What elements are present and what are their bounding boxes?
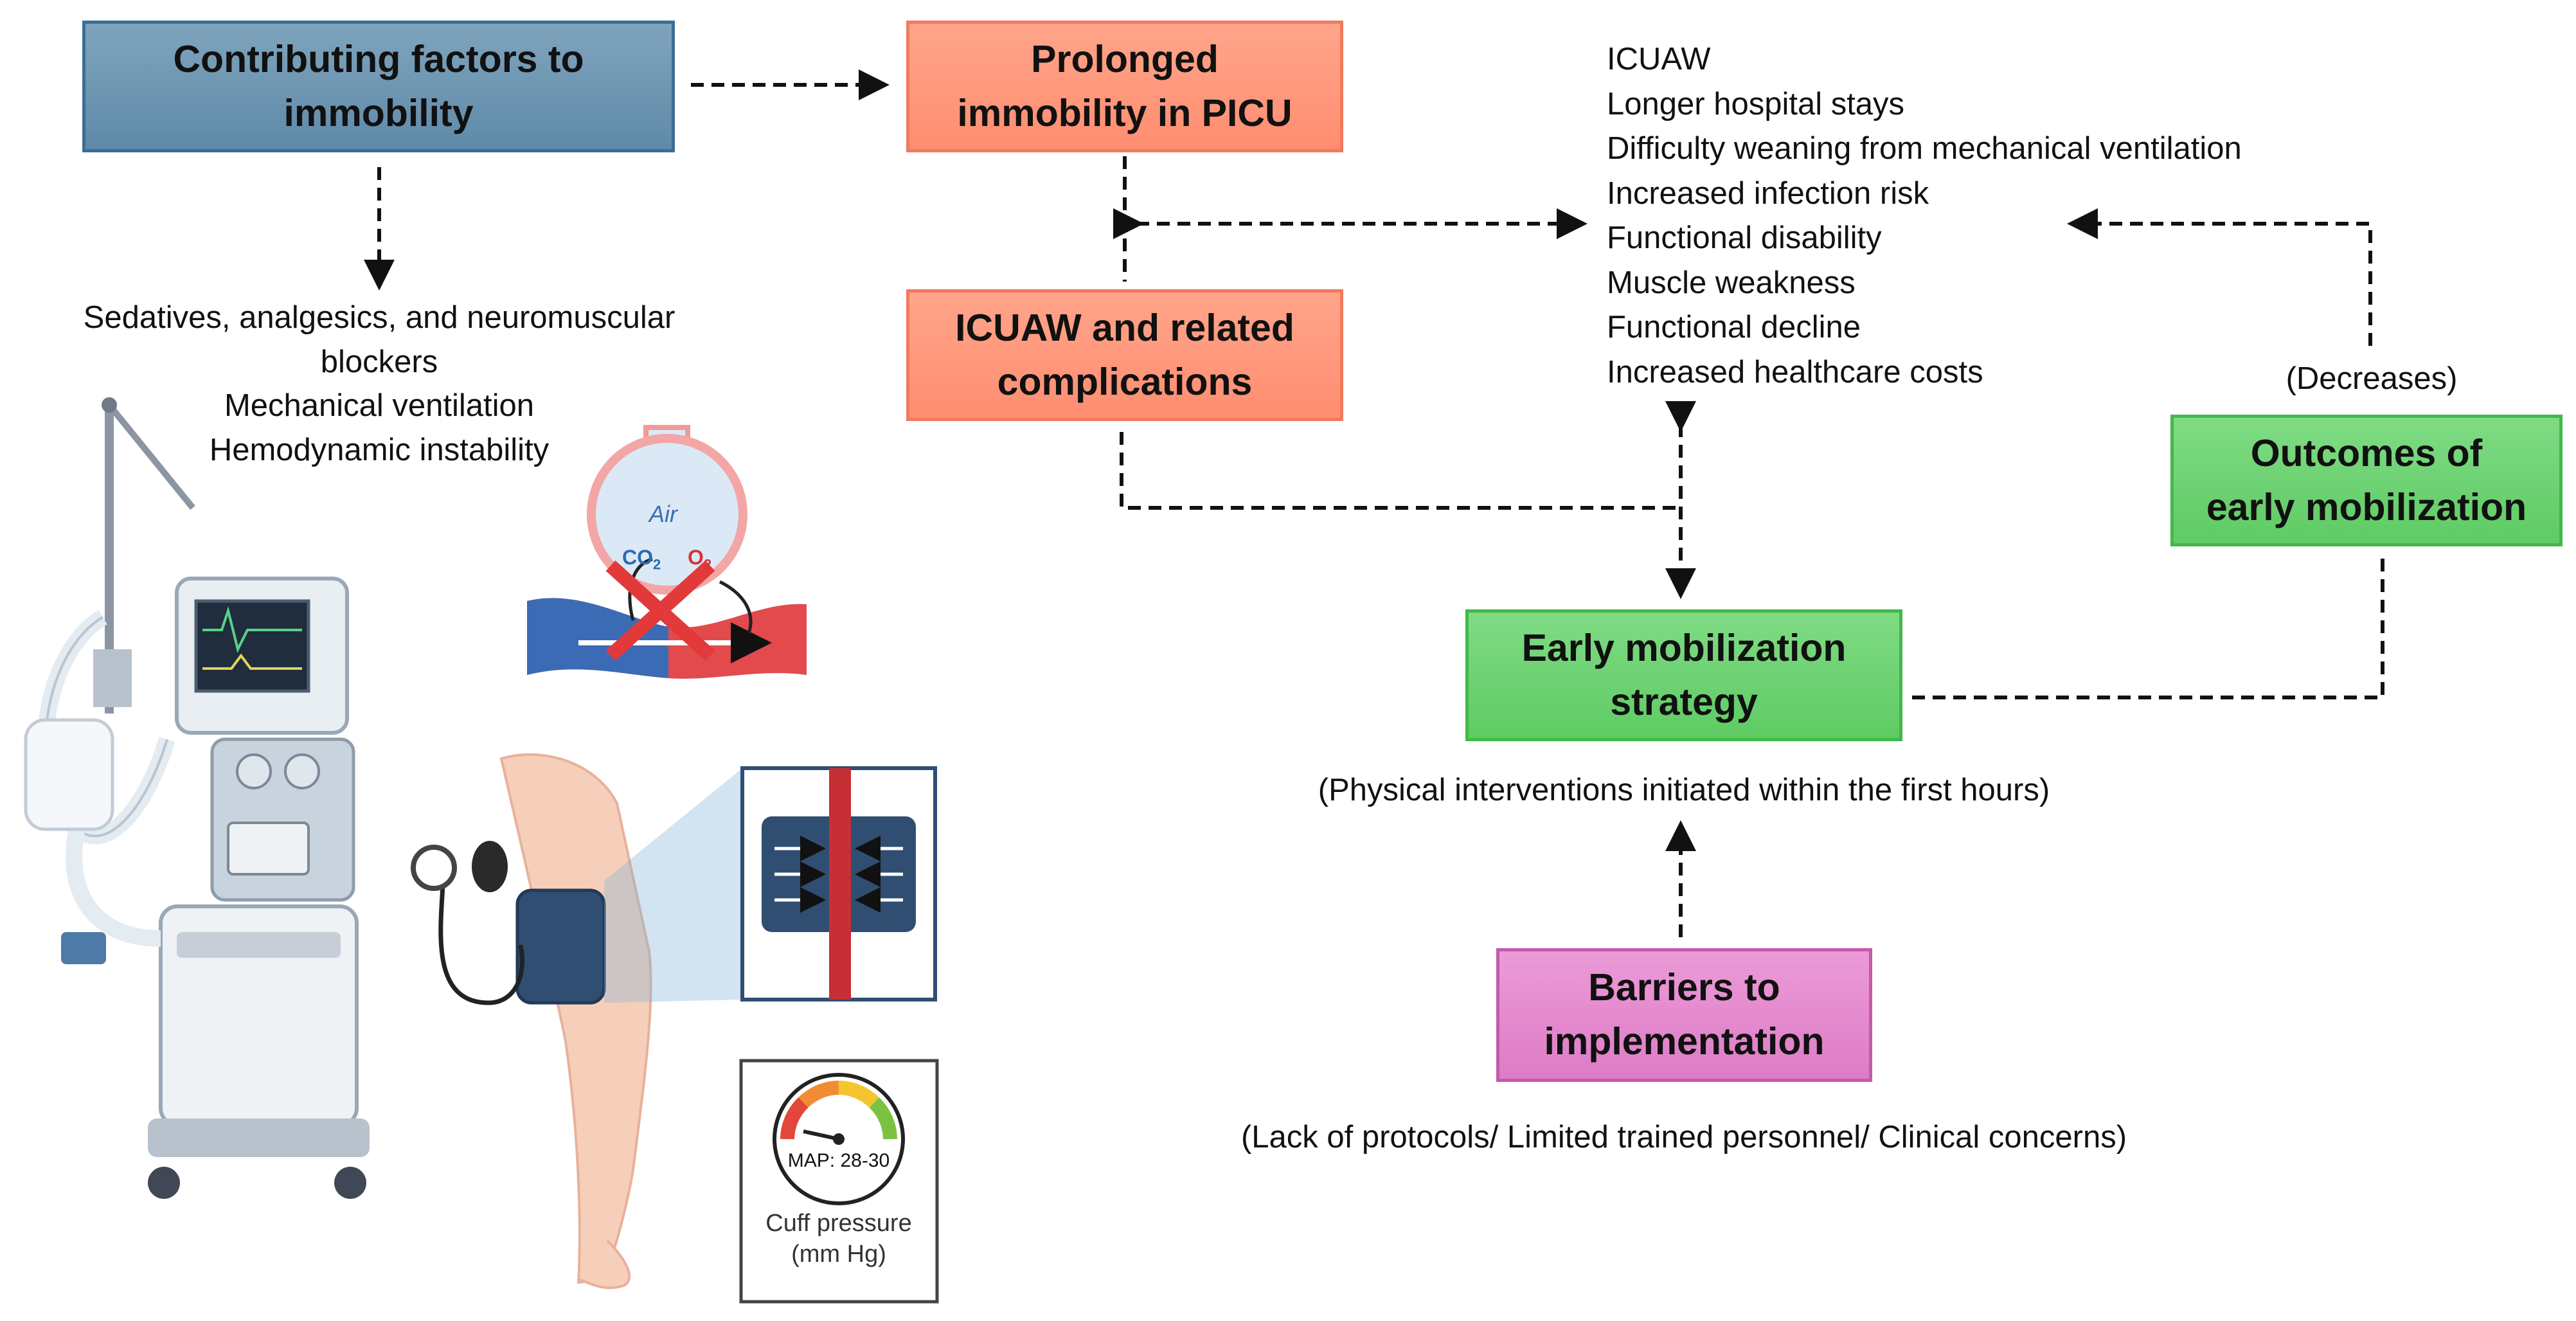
box-prolonged-line2: immobility in PICU	[957, 91, 1292, 134]
box-prolonged-immobility: Prolonged immobility in PICU	[906, 21, 1343, 152]
box-barriers-line1: Barriers to	[1588, 966, 1780, 1009]
complications-list: ICUAW Longer hospital stays Difficulty w…	[1607, 37, 2242, 395]
box-contributing-line1: Contributing factors to	[173, 37, 584, 80]
box-early-line1: Early mobilization	[1521, 626, 1847, 669]
complication-item: ICUAW	[1607, 42, 1711, 76]
contributing-factors-list: Sedatives, analgesics, and neuromuscular…	[58, 296, 701, 472]
o2-subscript: 2	[703, 556, 712, 573]
factor-item: Mechanical ventilation	[224, 388, 535, 424]
box-outcomes-line2: early mobilization	[2206, 485, 2527, 528]
arrow-outcomes-decreases	[2067, 208, 2372, 346]
alveolus-air-label: Air	[649, 501, 677, 527]
factor-item: Hemodynamic instability	[209, 432, 550, 467]
cuff-pressure-line1: Cuff pressure	[765, 1210, 912, 1237]
factor-item: blockers	[320, 344, 438, 379]
box-icuaw-line1: ICUAW and related	[955, 306, 1294, 349]
cuff-pressure-line2: (mm Hg)	[791, 1240, 886, 1268]
complication-item: Difficulty weaning from mechanical venti…	[1607, 131, 2242, 166]
note-physical-interventions: (Physical interventions initiated within…	[1318, 773, 2050, 807]
complication-item: Longer hospital stays	[1607, 86, 1905, 121]
complication-item: Functional decline	[1607, 310, 1861, 345]
alveolus-illustration	[527, 425, 807, 679]
note-barriers-detail: (Lack of protocols/ Limited trained pers…	[1240, 1120, 2127, 1155]
box-barriers-line2: implementation	[1544, 1020, 1825, 1063]
box-early-line2: strategy	[1610, 680, 1758, 723]
box-outcomes: Outcomes of early mobilization	[2170, 415, 2563, 546]
box-outcomes-line1: Outcomes of	[2250, 431, 2483, 474]
complication-item: Increased infection risk	[1607, 175, 1929, 211]
map-label: MAP: 28-30	[787, 1150, 890, 1171]
box-contributing-factors: Contributing factors to immobility	[82, 21, 675, 152]
cuff-pressure-gauge	[739, 1059, 939, 1304]
cuff-pressure-label: Cuff pressure (mm Hg)	[742, 1209, 935, 1270]
note-decreases: (Decreases)	[2285, 361, 2458, 396]
complication-item: Increased healthcare costs	[1607, 355, 1983, 390]
box-contributing-line2: immobility	[283, 91, 474, 134]
box-icuaw-complications: ICUAW and related complications	[906, 289, 1343, 421]
co2-text: CO	[622, 546, 653, 569]
o2-text: O	[688, 546, 704, 569]
complication-item: Functional disability	[1607, 220, 1882, 256]
connector-icuaw-to-early	[1120, 432, 1681, 510]
box-prolonged-line1: Prolonged	[1031, 37, 1219, 80]
connector-early-to-outcomes	[1912, 558, 2384, 699]
ventilator-illustration	[24, 397, 370, 1199]
co2-label: CO2	[622, 543, 661, 575]
blood-pressure-illustration	[411, 753, 937, 1290]
box-early-mobilization: Early mobilization strategy	[1465, 609, 1902, 741]
box-icuaw-line2: complications	[997, 360, 1253, 403]
box-barriers: Barriers to implementation	[1496, 948, 1872, 1082]
o2-label: O2	[688, 543, 711, 575]
complication-item: Muscle weakness	[1607, 265, 1856, 300]
co2-subscript: 2	[653, 556, 661, 573]
factor-item: Sedatives, analgesics, and neuromuscular	[83, 300, 675, 335]
